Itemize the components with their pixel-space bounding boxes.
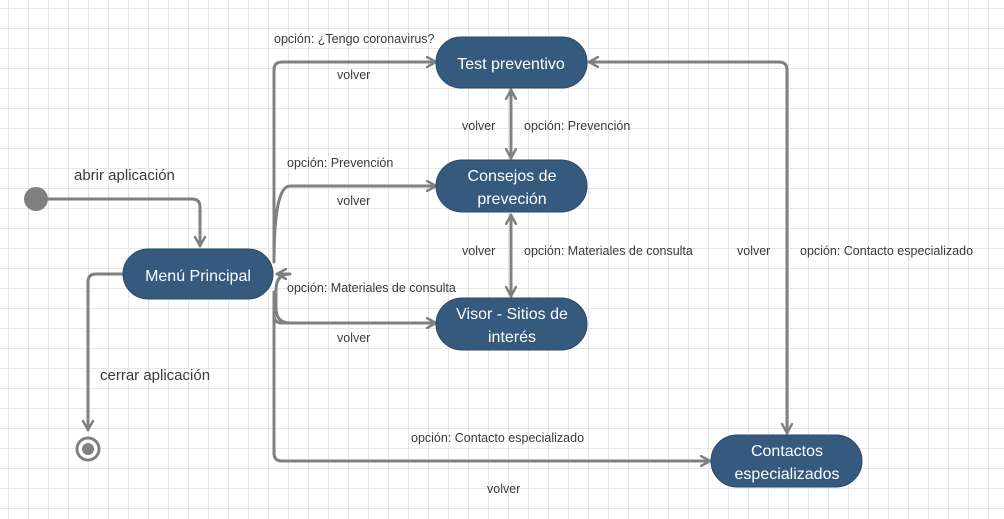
label-volver-test: volver (337, 68, 370, 82)
label-opcion-contacto-menu: opción: Contacto especializado (411, 431, 584, 445)
state-test-preventivo[interactable]: Test preventivo (435, 36, 588, 89)
state-consejos-label-line2: preveción (477, 191, 546, 208)
label-abrir-aplicacion: abrir aplicación (74, 167, 175, 184)
state-visor-label-line1: Visor - Sitios de (456, 306, 568, 323)
edge-test-contactos (587, 62, 787, 435)
state-test-preventivo-label: Test preventivo (457, 56, 565, 73)
label-opcion-prevencion-menu: opción: Prevención (287, 156, 393, 170)
state-consejos-prevencion[interactable]: Consejos de preveción (435, 159, 588, 213)
edge-menu-to-test (272, 62, 438, 252)
label-volver-visor: volver (337, 331, 370, 345)
edge-menu-to-visor (272, 290, 438, 323)
label-volver-contactos: volver (737, 244, 770, 258)
label-opcion-materiales-consejos: opción: Materiales de consulta (524, 244, 693, 258)
initial-state-node (24, 187, 48, 211)
edge-menu-to-consejos (272, 186, 438, 264)
edge-cerrar-aplicacion (88, 272, 125, 432)
label-cerrar-aplicacion: cerrar aplicación (100, 367, 210, 384)
edge-abrir-aplicacion (46, 197, 200, 248)
label-volver-consejos-visor: volver (462, 244, 495, 258)
state-contactos-label-line2: especializados (735, 466, 840, 483)
label-opcion-tengo-coronavirus: opción: ¿Tengo coronavirus? (274, 32, 435, 46)
final-state-node-inner (82, 443, 94, 455)
state-contactos-especializados[interactable]: Contactos especializados (710, 434, 863, 488)
label-volver-contactos-menu: volver (487, 482, 520, 496)
label-opcion-materiales-menu: opción: Materiales de consulta (287, 281, 456, 295)
state-menu-principal[interactable]: Menú Principal (122, 248, 274, 300)
edge-menu-to-contactos (272, 290, 712, 461)
state-consejos-label-line1: Consejos de (468, 168, 557, 185)
state-menu-principal-label: Menú Principal (145, 268, 251, 285)
state-visor-sitios[interactable]: Visor - Sitios de interés (435, 297, 588, 351)
label-volver-test-consejos: volver (462, 119, 495, 133)
state-contactos-label-line1: Contactos (751, 443, 823, 460)
label-opcion-contacto-test: opción: Contacto especializado (800, 244, 973, 258)
state-visor-label-line2: interés (488, 329, 536, 346)
edge-visor-to-menu (274, 274, 438, 325)
label-volver-consejos: volver (337, 194, 370, 208)
label-opcion-prevencion-test: opción: Prevención (524, 119, 630, 133)
